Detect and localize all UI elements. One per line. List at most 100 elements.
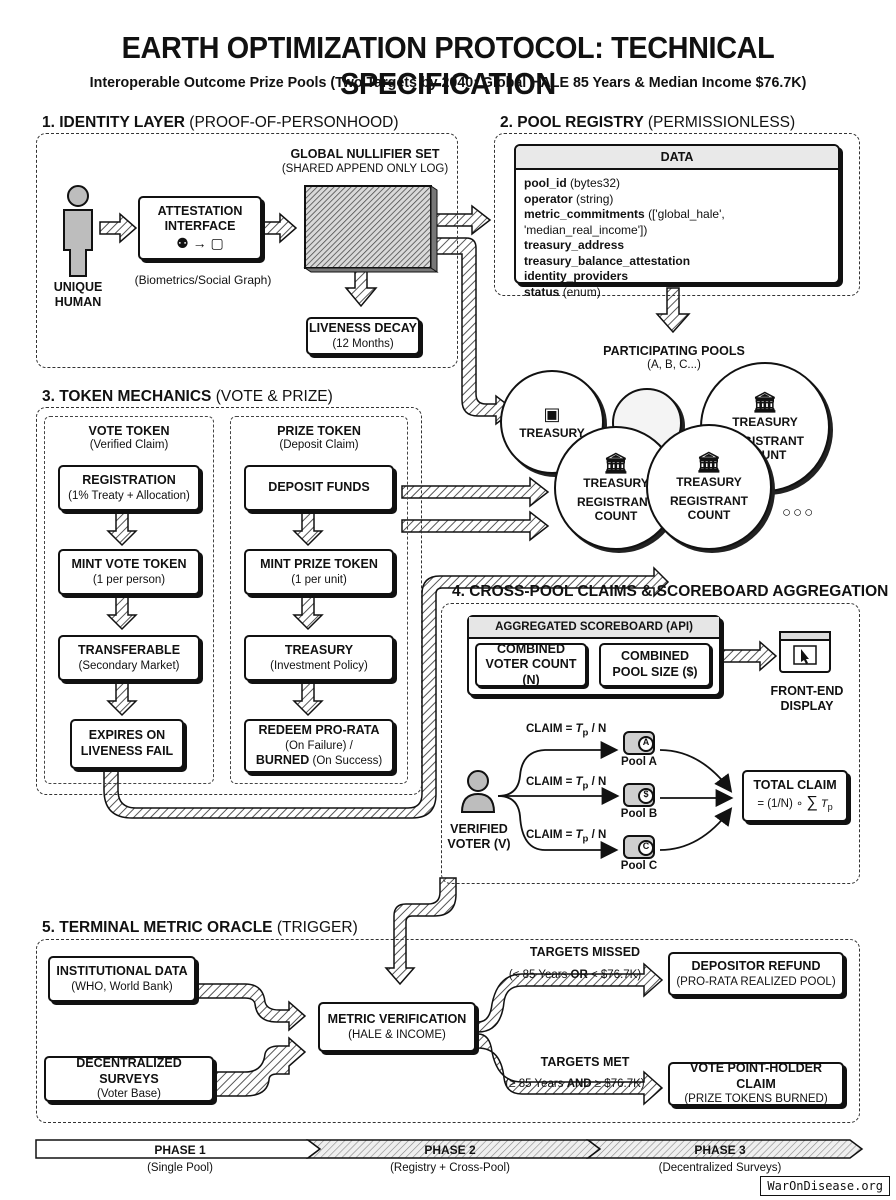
token-section [36,407,422,795]
pool-a-label: Pool A [621,756,657,768]
cross-pool-section [441,603,860,884]
identity-section [36,133,458,368]
data-card-header: DATA [516,146,838,170]
registry-field-name: metric_commitments [524,207,645,221]
verified-voter-label: VERIFIED VOTER (V) [447,822,511,851]
registry-field-name: pool_id [524,176,567,190]
registry-heading: 2. POOL REGISTRY (PERMISSIONLESS) [500,114,796,131]
decentralized-surveys-box: DECENTRALIZED SURVEYS(Voter Base) [44,1056,214,1102]
registry-field-name: treasury_address [524,238,625,252]
liveness-decay-box: LIVENESS DECAY (12 Months) [306,317,420,355]
registry-field-type: (['global_hale', 'median_real_income']) [524,207,725,237]
pool-circle-4: 🏛 TREASURY REGISTRANT COUNT [646,424,772,550]
claim-label-b: CLAIM = Tp / N [526,776,607,792]
bank-icon: 🏛 [696,452,722,475]
cross-pool-heading: 4. CROSS-POOL CLAIMS & SCOREBOARD AGGREG… [452,583,889,600]
bank-icon: 🏛 [603,453,629,476]
phase-2-title: PHASE 2 [424,1143,476,1157]
institutional-data-box: INSTITUTIONAL DATA(WHO, World Bank) [48,956,196,1002]
registry-field-row: operator (string) [524,192,830,208]
prize-step-treasury: TREASURY(Investment Policy) [244,635,394,681]
combined-voter-count: COMBINED VOTER COUNT (N) [475,642,587,687]
vote-step-transferable: TRANSFERABLE(Secondary Market) [58,635,200,681]
phase-2-subtitle: (Registry + Cross-Pool) [390,1162,510,1174]
registry-field-name: identity_providers [524,269,629,283]
phase-1-title: PHASE 1 [154,1143,206,1157]
pool-b-label: Pool B [620,808,658,820]
claim-label-a: CLAIM = Tp / N [526,723,607,739]
registry-field-row: treasury_balance_attestation [524,254,830,270]
registry-field-type: (enum) [562,284,601,299]
registry-field-row: treasury_address [524,238,830,254]
prize-token-subtitle: (Deposit Claim) [279,439,359,451]
registry-field-list: pool_id (bytes32)operator (string)metric… [516,170,838,306]
registry-field-type: (string) [576,191,614,206]
registry-field-row: metric_commitments (['global_hale', 'med… [524,207,830,238]
oracle-section [36,939,860,1123]
prize-step-redeem: REDEEM PRO-RATA (On Failure) / BURNED (O… [244,719,394,773]
pool-circle-1: ▣ TREASURY [500,370,604,474]
pool-1-treasury-label: TREASURY [519,425,585,440]
nullifier-subtitle: (SHARED APPEND ONLY LOG) [281,163,449,175]
attestation-title: ATTESTATION INTERFACE [157,203,243,234]
pool-c-label: Pool C [620,860,658,872]
bank-icon: 🏛 [752,392,778,415]
page-subtitle: Interoperable Outcome Prize Pools (Two T… [89,74,807,91]
targets-missed-label: TARGETS MISSED [529,945,641,959]
nullifier-title: GLOBAL NULLIFIER SET [290,147,440,161]
pool-3-treasury-label: TREASURY [583,476,649,491]
attestation-icon: ⚉ → ▢ [176,234,224,251]
participating-pools-title: PARTICIPATING POOLS [603,344,745,358]
pool-4-treasury-label: TREASURY [676,475,742,490]
phase-3-subtitle: (Decentralized Surveys) [658,1162,782,1174]
registry-section [494,133,860,296]
attestation-interface-box: ATTESTATION INTERFACE ⚉ → ▢ [138,196,262,260]
token-heading: 3. TOKEN MECHANICS (VOTE & PRIZE) [42,388,333,405]
prize-token-panel [230,416,408,784]
pool-3-count-label: COUNT [594,509,638,524]
vote-token-title: VOTE TOKEN [88,424,170,438]
coin-c-icon: C [642,841,650,851]
vote-token-panel [44,416,214,784]
unique-human-label: UNIQUE HUMAN [53,280,103,309]
registry-field-row: identity_providers [524,269,830,285]
vote-step-mint: MINT VOTE TOKEN(1 per person) [58,549,200,595]
targets-met-label: TARGETS MET [540,1055,630,1069]
registry-field-name: treasury_balance_attestation [524,253,691,268]
registry-field-name: status [524,284,560,299]
prize-step-deposit: DEPOSIT FUNDS [244,465,394,511]
claim-label-c: CLAIM = Tp / N [526,829,607,845]
metric-verification-box: METRIC VERIFICATION(HALE & INCOME) [318,1002,476,1052]
pool-4-registrant-label: REGISTRANT [670,493,748,508]
front-end-display-label: FRONT-END DISPLAY [770,684,844,713]
liveness-subtitle: (12 Months) [332,337,394,350]
vote-token-subtitle: (Verified Claim) [89,439,169,451]
coin-a-icon: A [642,737,650,747]
total-claim-box: TOTAL CLAIM = (1/N) ∘ ∑ Tp [742,770,848,822]
targets-met-condition: (≥ 85 Years AND ≥ $76.7K) [505,1078,645,1090]
phase-1-subtitle: (Single Pool) [147,1162,213,1174]
phase-3-title: PHASE 3 [694,1143,746,1157]
registry-field-name: operator [524,191,573,206]
targets-missed-condition: (< 85 Years OR < $76.7K) [508,969,642,981]
vote-holder-claim-box: VOTE POINT-HOLDER CLAIM(PRIZE TOKENS BUR… [668,1061,844,1106]
registry-data-card: DATA pool_id (bytes32)operator (string)m… [514,144,840,299]
registry-field-row: status (enum) [524,285,830,301]
pool-3-registrant-label: REGISTRANT [577,494,655,509]
vote-step-registration: REGISTRATION(1% Treaty + Allocation) [58,465,200,511]
wallet-icon: ▣ [543,404,561,424]
pool-2-treasury-label: TREASURY [732,415,798,430]
scoreboard-title: AGGREGATED SCOREBOARD (API) [469,617,719,639]
coin-b-icon: $ [643,789,649,799]
registry-field-type: (bytes32) [570,176,621,190]
footer-site-link[interactable]: WarOnDisease.org [760,1176,890,1196]
oracle-heading: 5. TERMINAL METRIC ORACLE (TRIGGER) [42,919,358,936]
pool-4-count-label: COUNT [687,508,731,523]
depositor-refund-box: DEPOSITOR REFUND(PRO-RATA REALIZED POOL) [668,952,844,996]
prize-step-mint: MINT PRIZE TOKEN(1 per unit) [244,549,394,595]
prize-token-title: PRIZE TOKEN [277,424,361,438]
identity-heading: 1. IDENTITY LAYER (PROOF-OF-PERSONHOOD) [42,114,399,131]
liveness-title: LIVENESS DECAY [309,321,417,335]
registry-field-row: pool_id (bytes32) [524,176,830,192]
